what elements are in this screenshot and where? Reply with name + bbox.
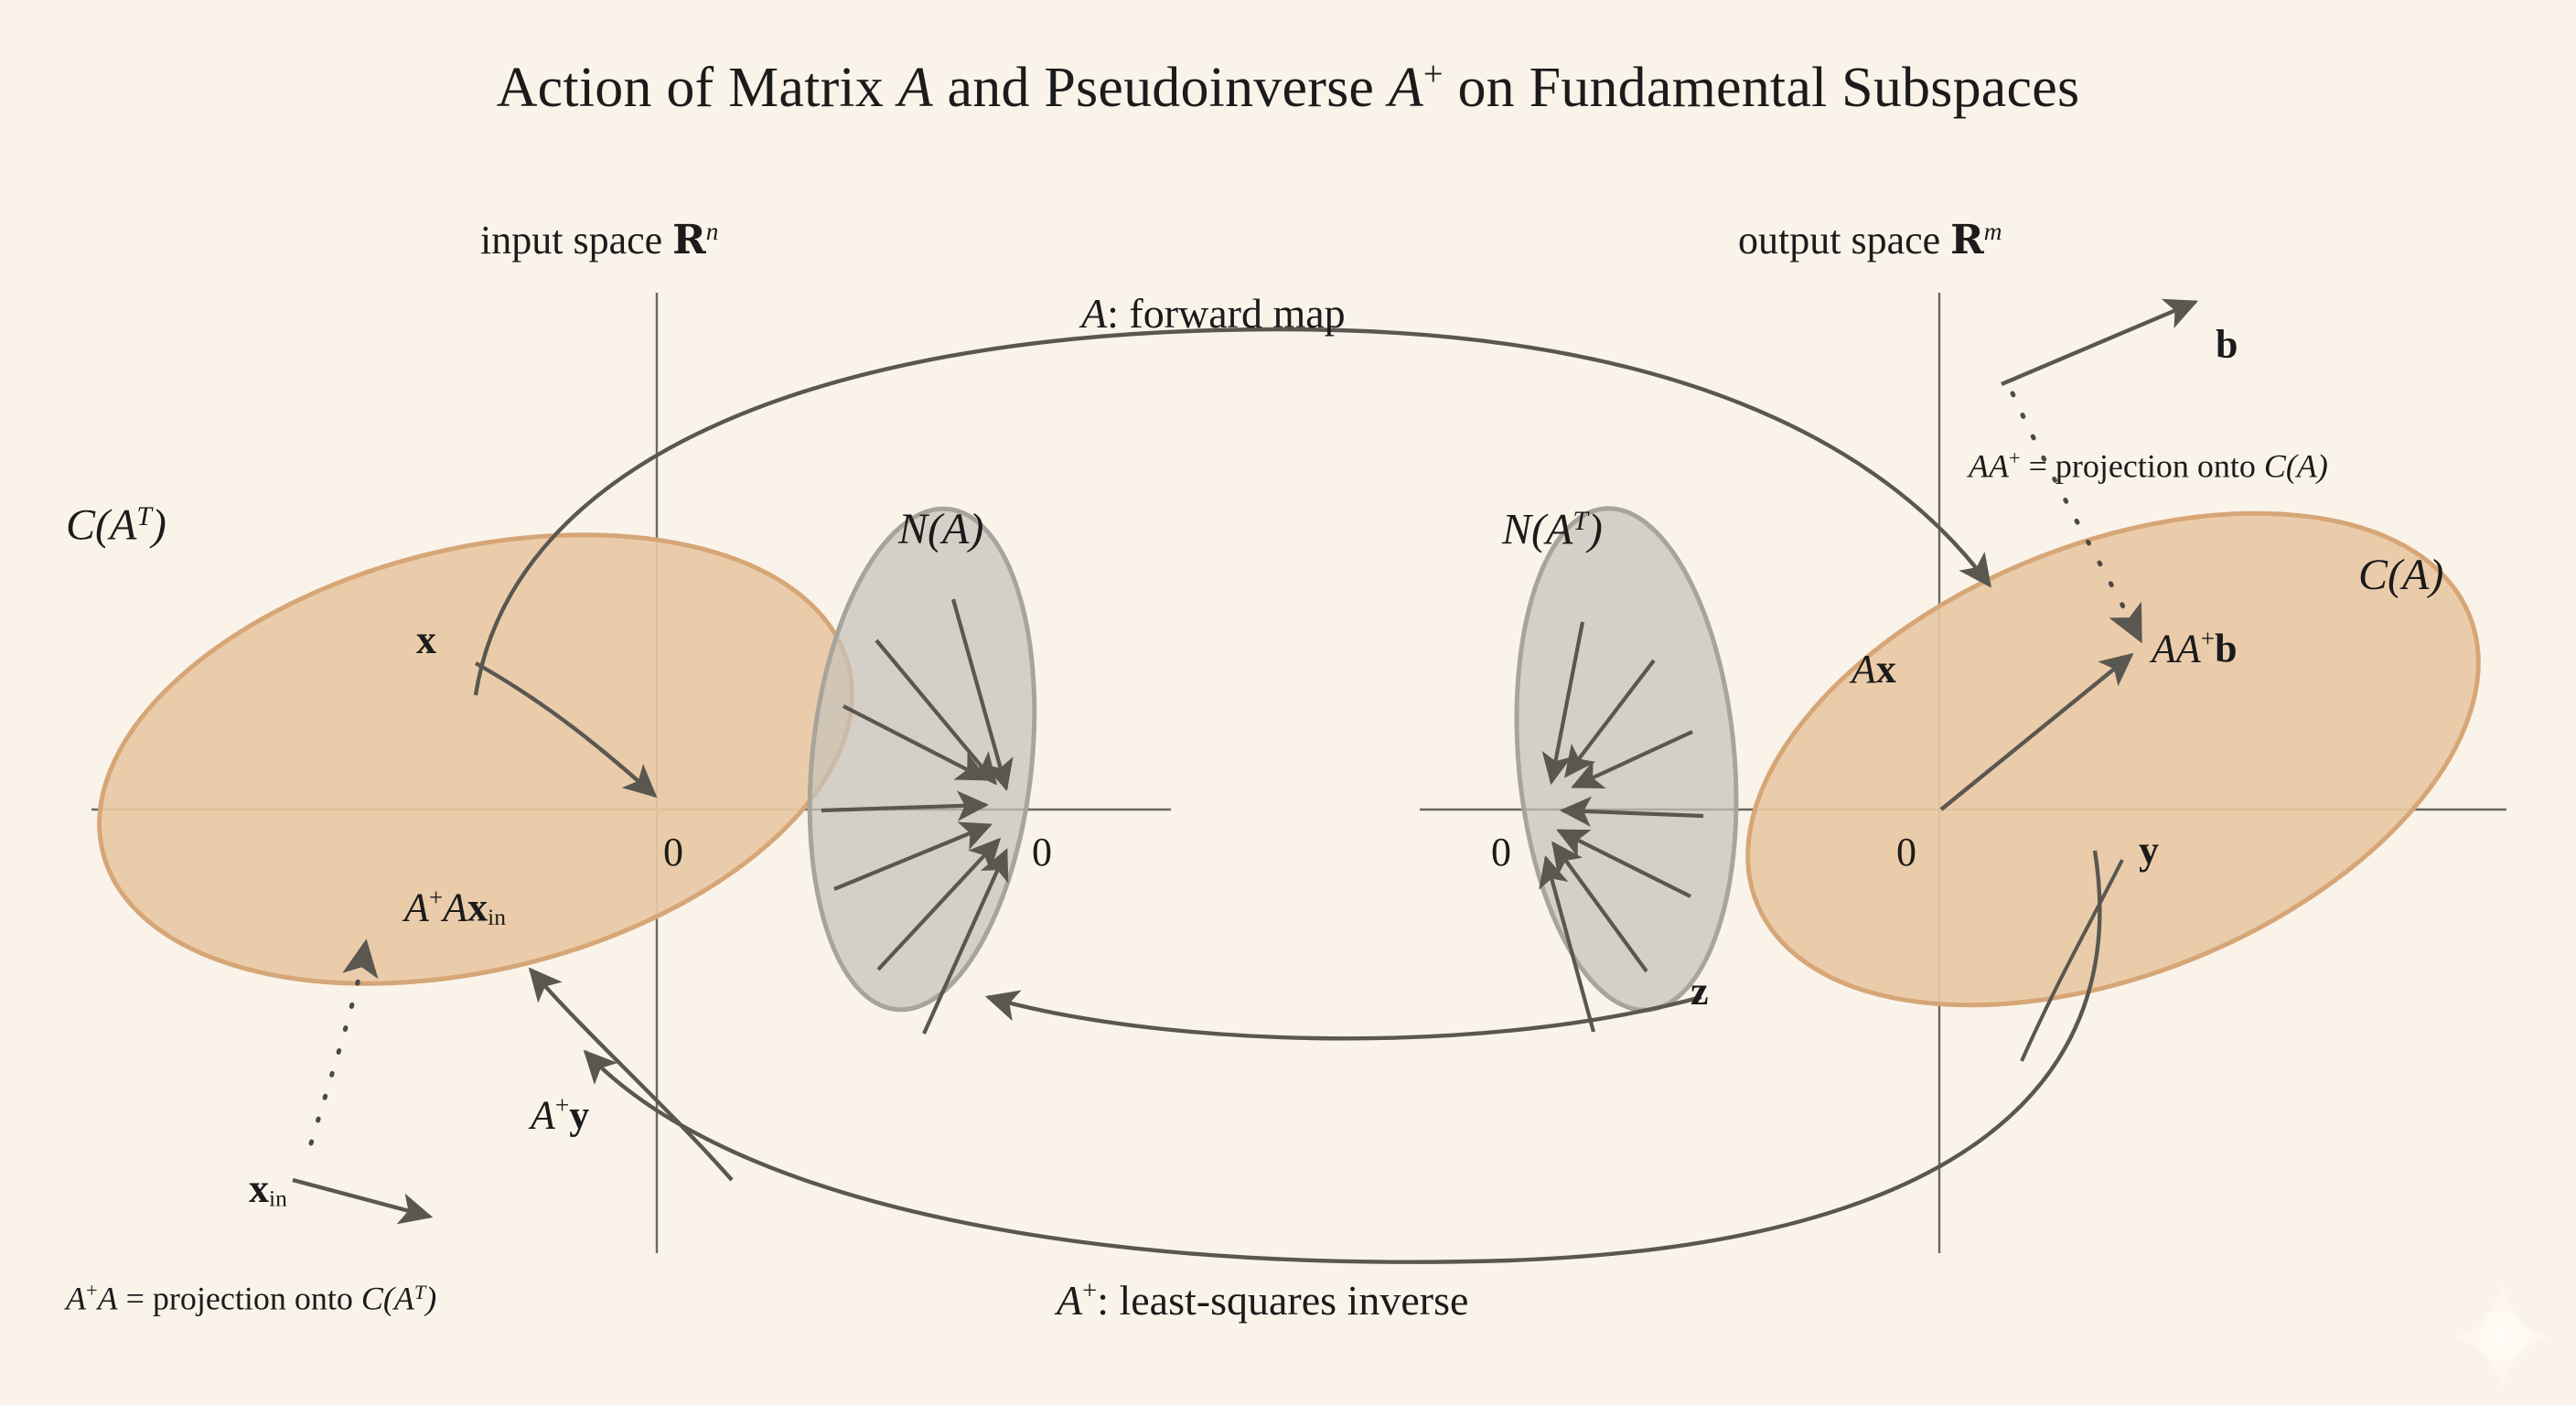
arrow-forward-map [473, 327, 1991, 696]
AAplusb-operator: AA [2152, 626, 2201, 671]
origin-0-c: 0 [1491, 830, 1511, 874]
origin-0-a: 0 [663, 830, 683, 874]
null-space-A-base: N(A) [898, 505, 984, 553]
ellipse-column-space [1745, 510, 2481, 1008]
null-space-AT-transpose: T [1572, 506, 1588, 536]
AplusAxin-op1: A [404, 885, 429, 930]
title-part-b: and Pseudoinverse [932, 57, 1389, 120]
label-vector-y: y [2139, 831, 2159, 871]
label-column-space: C(A) [2358, 553, 2443, 597]
vector-z-text: z [1690, 969, 1709, 1014]
proj-row-p1: A [66, 1280, 86, 1317]
Aplusy-plus: + [554, 1091, 570, 1119]
header-input-space-exponent: n [705, 218, 719, 245]
proj-row-plus: + [86, 1279, 98, 1302]
inverse-plus: + [1082, 1277, 1098, 1305]
xin-subscript: in [269, 1185, 287, 1212]
label-vector-x: x [416, 620, 436, 660]
label-vector-b: b [2216, 325, 2238, 365]
null-space-AT-close: ) [1587, 505, 1603, 554]
header-input-space-text: input space [480, 218, 673, 263]
origin-label-output-right: 0 [1896, 832, 1916, 873]
label-least-squares-inverse: A+: least-squares inverse [1057, 1277, 1469, 1325]
label-vector-z: z [1690, 971, 1709, 1012]
title-part-a: Action of Matrix [496, 57, 898, 120]
header-input-space: input space Rn [480, 217, 719, 263]
header-output-space: output space Rm [1738, 217, 2002, 263]
AAplusb-vector: b [2215, 626, 2238, 671]
forward-map-text: : forward map [1107, 290, 1346, 337]
Ax-vector: x [1875, 647, 1896, 692]
title-part-c: on Fundamental Subspaces [1443, 57, 2080, 120]
Ax-operator: A [1852, 647, 1876, 692]
proj-row-p2: A [97, 1280, 118, 1317]
origin-0-d: 0 [1896, 830, 1916, 874]
inverse-text: : least-squares inverse [1097, 1277, 1469, 1325]
nullspace-AT-convergence-arrows [1539, 621, 1704, 1033]
row-space-close: ) [151, 500, 166, 550]
ellipse-null-space-A [807, 506, 1037, 1013]
label-AplusA-xin: A+Axin [404, 885, 506, 928]
row-space-base: C(A [66, 500, 137, 550]
header-output-space-exponent: m [1983, 218, 2002, 245]
arrow-x-maps-to-Ax [474, 661, 658, 799]
proj-row-set: C(A [360, 1280, 414, 1317]
annotation-projection-column-space: AA+ = projection onto C(A) [1969, 446, 2328, 485]
Aplusy-operator: A [531, 1092, 555, 1138]
null-space-AT-base: N(A [1502, 505, 1573, 554]
xin-vector: x [249, 1166, 269, 1211]
sparkle-star-icon [2452, 1281, 2552, 1392]
proj-col-plus: + [2008, 446, 2021, 469]
nullspace-A-convergence-arrows [821, 598, 1014, 1035]
proj-col-p1: AA [1969, 447, 2009, 485]
arrow-z-back-to-row-space [984, 990, 1702, 1041]
vector-y-text: y [2139, 828, 2159, 873]
inverse-matrix: A [1057, 1277, 1083, 1325]
proj-col-set: C(A) [2263, 447, 2328, 485]
label-vector-Ax: Ax [1852, 649, 1896, 690]
origin-label-output-left: 0 [1491, 832, 1511, 873]
AplusAxin-vector: x [467, 885, 488, 930]
AplusAxin-plus: + [428, 884, 444, 911]
label-Aplus-y: A+y [531, 1091, 590, 1138]
title-plus-superscript: + [1422, 55, 1444, 93]
label-forward-map: A: forward map [1081, 293, 1346, 335]
vector-b-text: b [2216, 322, 2238, 367]
curve-y-output [2020, 859, 2124, 1062]
arrow-least-squares-inverse [583, 850, 2102, 1264]
label-null-space-A: N(A) [898, 508, 983, 552]
row-space-transpose: T [136, 501, 152, 531]
Aplusy-vector: y [569, 1092, 590, 1138]
header-output-space-symbol: R [1950, 217, 1984, 263]
AplusAxin-op2: A [443, 885, 468, 930]
vector-x-text: x [416, 617, 436, 662]
ellipse-row-space [97, 532, 854, 986]
proj-row-eq: = projection onto [117, 1280, 361, 1317]
arrow-origin-to-AAplusb [1939, 652, 2134, 811]
label-row-space: C(AT) [66, 503, 166, 547]
origin-label-input-left: 0 [663, 832, 683, 873]
header-input-space-symbol: R [672, 217, 706, 263]
AAplusb-plus: + [2200, 625, 2216, 652]
title-matrix-A: A [897, 57, 933, 120]
label-vector-xin: xin [249, 1169, 287, 1210]
label-null-space-AT: N(AT) [1502, 508, 1603, 552]
AplusAxin-subscript: in [488, 903, 507, 930]
arrow-Aplus-y [528, 967, 734, 1182]
origin-0-b: 0 [1032, 830, 1052, 874]
title-matrix-Aplus: A [1388, 57, 1423, 120]
proj-col-eq: = projection onto [2020, 447, 2264, 485]
column-space-base: C(A) [2358, 551, 2444, 599]
arrow-projection-b [2001, 298, 2199, 644]
origin-label-input-right: 0 [1032, 832, 1052, 873]
header-output-space-text: output space [1738, 218, 1951, 263]
forward-map-matrix: A [1081, 290, 1108, 337]
proj-row-transpose: T [413, 1280, 426, 1303]
label-vector-AAplusb: AA+b [2152, 625, 2238, 671]
arrow-projection-xin [292, 938, 434, 1225]
annotation-projection-row-space: A+A = projection onto C(AT) [66, 1279, 437, 1317]
page-title: Action of Matrix A and Pseudoinverse A+ … [0, 57, 2576, 116]
proj-row-close: ) [425, 1280, 437, 1317]
